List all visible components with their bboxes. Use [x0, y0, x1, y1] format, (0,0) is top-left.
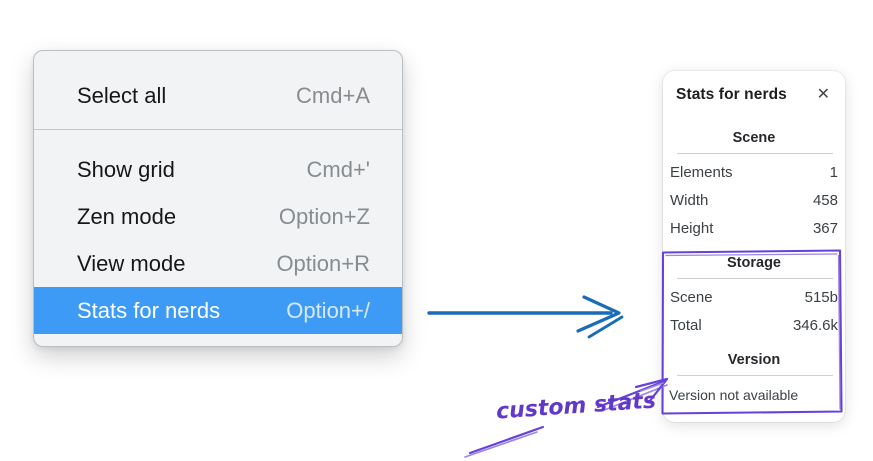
menu-item-label: Select all — [77, 83, 167, 108]
stat-value: 346.6k — [792, 316, 838, 334]
annotation-label: custom stats — [495, 388, 657, 425]
menu-divider — [34, 129, 402, 130]
stat-row-width: Width 458 — [663, 186, 845, 214]
version-section-header: Version — [727, 352, 781, 368]
menu-group-top: Select all Cmd+A — [34, 51, 402, 129]
menu-item-zen-mode[interactable]: Zen mode Option+Z — [34, 193, 402, 240]
stat-label: Width — [670, 191, 709, 209]
stat-label: Total — [670, 316, 702, 334]
menu-item-show-grid[interactable]: Show grid Cmd+' — [34, 146, 402, 193]
stat-label: Elements — [670, 163, 733, 181]
menu-item-shortcut: Option+R — [276, 250, 370, 276]
menu-item-shortcut: Cmd+' — [306, 156, 371, 182]
stat-value: 367 — [812, 219, 838, 237]
menu-item-view-mode[interactable]: View mode Option+R — [34, 240, 402, 287]
arrow-menu-to-panel — [427, 295, 624, 339]
close-icon[interactable]: ✕ — [816, 86, 830, 103]
stat-row-height: Height 367 — [663, 214, 845, 242]
stats-panel: Stats for nerds ✕ Scene Elements 1 Width… — [663, 71, 845, 422]
stat-row-storage-total: Total 346.6k — [663, 311, 845, 339]
menu-item-select-all[interactable]: Select all Cmd+A — [34, 73, 402, 119]
scene-section-header: Scene — [732, 130, 776, 146]
menu-item-shortcut: Option+/ — [286, 297, 370, 323]
menu-item-shortcut: Cmd+A — [296, 83, 370, 108]
menu-item-label: Zen mode — [77, 203, 177, 229]
menu-item-shortcut: Option+Z — [278, 203, 370, 229]
menu-item-label: View mode — [77, 250, 186, 276]
scene-section-rule — [677, 153, 833, 154]
version-section-rule — [677, 375, 833, 376]
menu-group-bottom: Show grid Cmd+' Zen mode Option+Z View m… — [34, 130, 402, 348]
stats-panel-header: Stats for nerds ✕ — [663, 71, 845, 104]
storage-section-rule — [677, 278, 833, 279]
context-menu: Select all Cmd+A Show grid Cmd+' Zen mod… — [33, 50, 403, 347]
stat-value: 458 — [812, 191, 838, 209]
menu-item-label: Show grid — [77, 156, 175, 182]
storage-section-header: Storage — [727, 255, 781, 271]
stat-label: Height — [670, 219, 714, 237]
stat-label: Scene — [670, 288, 713, 306]
stats-panel-title: Stats for nerds — [676, 86, 787, 103]
stat-row-storage-scene: Scene 515b — [663, 283, 845, 311]
menu-item-label: Stats for nerds — [77, 297, 221, 323]
version-note: Version not available — [669, 387, 799, 403]
stat-row-elements: Elements 1 — [663, 158, 845, 186]
stat-value: 515b — [804, 288, 838, 306]
menu-item-stats-for-nerds[interactable]: Stats for nerds Option+/ — [34, 287, 402, 334]
stat-value: 1 — [829, 163, 838, 181]
